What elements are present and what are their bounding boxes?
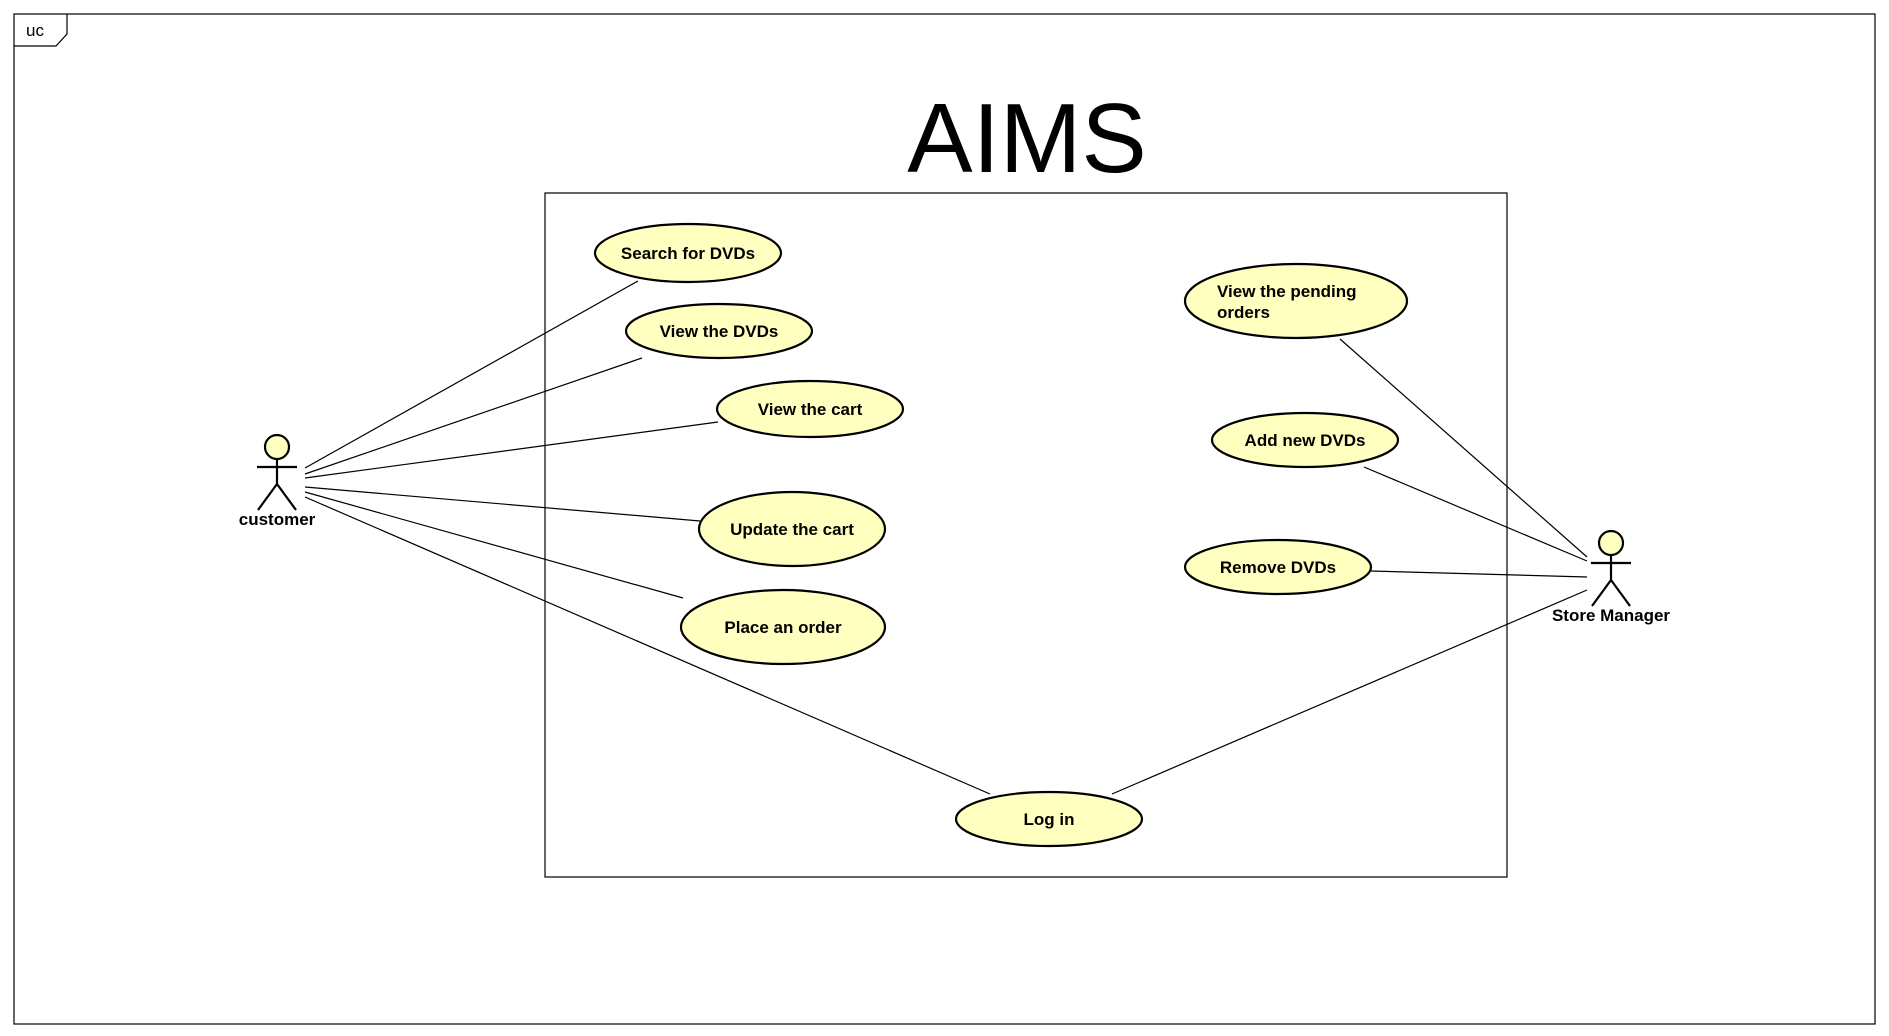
association-customer-view-dvds [304, 357, 643, 475]
use-case-update-cart[interactable]: Update the cart [697, 490, 887, 568]
use-case-remove-dvds[interactable]: Remove DVDs [1183, 538, 1373, 596]
association-customer-log-in [304, 496, 991, 795]
use-case-search-dvds[interactable]: Search for DVDs [593, 222, 783, 284]
use-case-ellipse [1210, 411, 1400, 469]
use-case-label: View the DVDs [660, 322, 779, 341]
actor-head [263, 433, 291, 461]
association-manager-view-pending-orders [1339, 338, 1588, 558]
actor-left-leg [1591, 579, 1612, 607]
actor-customer-label: customer [239, 510, 316, 529]
use-case-label-line-2: orders [1217, 303, 1270, 322]
association-customer-view-cart [304, 421, 719, 479]
use-case-ellipse [697, 490, 887, 568]
diagram-frame [13, 13, 1876, 1025]
association-manager-add-new-dvds [1363, 466, 1588, 562]
actor-left-leg [257, 483, 278, 511]
use-case-add-new-dvds[interactable]: Add new DVDs [1210, 411, 1400, 469]
actor-right-leg [276, 483, 297, 511]
use-case-label: Place an order [724, 618, 842, 637]
actor-store-manager[interactable] [1591, 529, 1631, 607]
use-case-view-cart[interactable]: View the cart [715, 379, 905, 439]
association-customer-place-order [304, 491, 684, 599]
use-case-ellipse [679, 588, 887, 666]
use-case-view-pending-orders[interactable]: View the pending orders [1183, 262, 1409, 340]
frame-tag-box [14, 14, 68, 47]
associations [304, 280, 1588, 795]
use-case-label: Update the cart [730, 520, 854, 539]
use-case-ellipse [954, 790, 1144, 848]
use-case-ellipse [593, 222, 783, 284]
association-manager-log-in [1111, 589, 1588, 795]
actor-right-leg [1610, 579, 1631, 607]
use-case-label: Log in [1024, 810, 1075, 829]
use-case-label: Search for DVDs [621, 244, 755, 263]
use-case-ellipse [1183, 538, 1373, 596]
use-case-view-dvds[interactable]: View the DVDs [624, 302, 814, 360]
system-title: AIMS [907, 83, 1147, 193]
use-case-label: View the cart [758, 400, 863, 419]
use-case-label-line-1: View the pending [1217, 282, 1356, 301]
use-case-label: Add new DVDs [1245, 431, 1366, 450]
actor-head [1597, 529, 1625, 557]
association-customer-search-dvds [304, 280, 639, 469]
association-manager-remove-dvds [1370, 570, 1588, 578]
use-case-place-order[interactable]: Place an order [679, 588, 887, 666]
use-case-log-in[interactable]: Log in [954, 790, 1144, 848]
use-case-ellipse [715, 379, 905, 439]
system-boundary [544, 192, 1508, 878]
actor-store-manager-label: Store Manager [1552, 606, 1670, 625]
actor-customer[interactable] [257, 433, 297, 511]
use-case-label: Remove DVDs [1220, 558, 1336, 577]
frame-tag-label: uc [26, 21, 44, 40]
use-case-ellipse [624, 302, 814, 360]
association-customer-update-cart [304, 486, 701, 522]
use-case-ellipse [1183, 262, 1409, 340]
